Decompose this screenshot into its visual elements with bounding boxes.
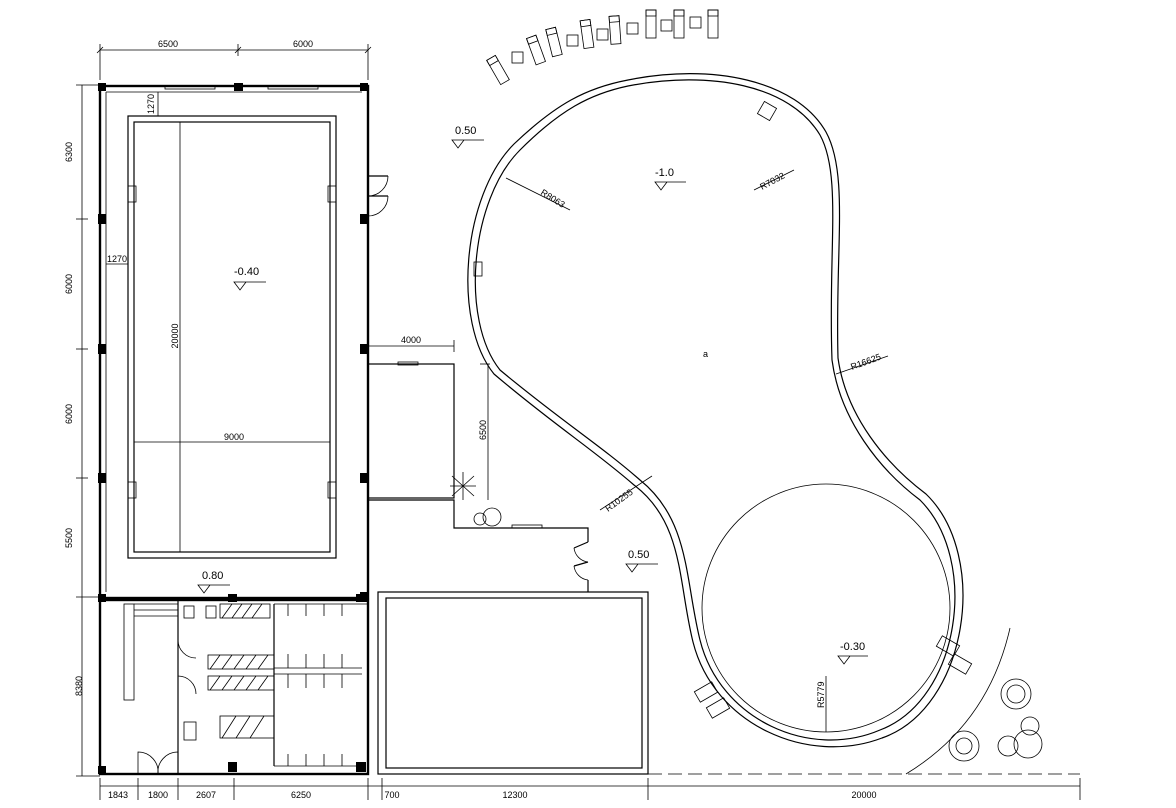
level-marker-changing: [197, 584, 230, 594]
dim-bottom-6: 12300: [502, 790, 527, 800]
changing-rooms: [98, 592, 370, 776]
dim-left-2: 6000: [64, 274, 74, 294]
top-dimension-line: [96, 44, 372, 80]
sun-loungers: [486, 9, 719, 86]
level-marker-outdoor: [654, 181, 686, 191]
dim-bottom-1: 1843: [108, 790, 128, 800]
left-dimension-line: [76, 84, 100, 777]
dim-bottom-2: 1800: [148, 790, 168, 800]
dim-top-1: 6500: [158, 39, 178, 49]
landscape-trees: [905, 627, 1043, 775]
level-terrace-top: 0.50: [455, 125, 476, 137]
plant-symbol: [450, 472, 502, 527]
radius-5: R5779: [816, 681, 826, 708]
level-indoor-pool: -0.40: [234, 266, 259, 278]
dim-bottom-3: 2607: [196, 790, 216, 800]
dim-left-5: 8380: [74, 676, 84, 696]
level-marker-entrance: [625, 563, 658, 573]
dim-pool-width: 9000: [224, 432, 244, 442]
dim-left-4: 5500: [64, 528, 74, 548]
center-mark: a: [703, 349, 708, 359]
lower-block: [377, 591, 649, 775]
level-marker-shallow: [837, 655, 868, 665]
dim-pool-length: 20000: [170, 323, 180, 348]
dim-bottom-7: 20000: [851, 790, 876, 800]
level-outdoor-shallow: -0.30: [840, 641, 865, 653]
level-changing: 0.80: [202, 570, 223, 582]
radius-1: R8063: [539, 187, 567, 210]
outdoor-pool: [467, 73, 973, 748]
level-outdoor-pool: -1.0: [655, 167, 674, 179]
bottom-dimension-line: [99, 773, 1081, 800]
indoor-pool-building: [98, 83, 389, 602]
radius-3: R16625: [849, 352, 882, 372]
level-marker-terrace: [451, 139, 484, 149]
middle-block: [367, 340, 589, 592]
dim-mid-width: 4000: [401, 335, 421, 345]
dim-bottom-5: 700: [384, 790, 399, 800]
dim-left-1: 6300: [64, 142, 74, 162]
dim-pool-offset-top: 1270: [146, 94, 156, 114]
dim-top-2: 6000: [293, 39, 313, 49]
radius-2: R7032: [758, 170, 786, 191]
dim-mid-height: 6500: [478, 420, 488, 440]
level-entrance: 0.50: [628, 549, 649, 561]
level-marker-indoor: [233, 281, 266, 291]
radius-4: R10255: [603, 487, 634, 514]
dim-bottom-4: 6250: [291, 790, 311, 800]
dim-pool-offset-left: 1270: [107, 254, 127, 264]
dim-left-3: 6000: [64, 404, 74, 424]
